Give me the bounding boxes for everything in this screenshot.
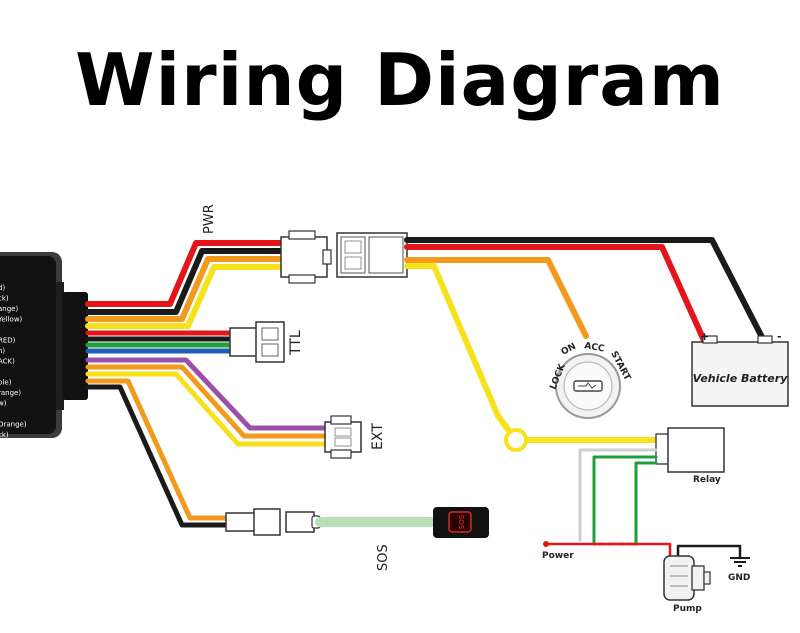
battery-plus-label: + <box>700 330 709 343</box>
sos-wires <box>85 378 231 528</box>
ignition-on-label: ON <box>560 342 578 358</box>
ext-connector <box>324 415 362 459</box>
device-legend-line: Yellow) <box>0 316 23 324</box>
pwr-label: PWR <box>202 204 217 234</box>
relay-label: Relay <box>693 475 721 485</box>
ignition-acc-label: ACC <box>583 341 605 354</box>
junction-node <box>504 428 528 452</box>
ttl-connector <box>229 321 285 363</box>
sos-label: SOS <box>376 544 391 571</box>
ignition-switch <box>555 353 621 419</box>
pwr-output-wires <box>404 237 769 443</box>
pwr-wires <box>85 240 285 329</box>
battery-minus-label: - <box>777 330 782 343</box>
sos-button-label: SOS <box>458 514 466 529</box>
sos-button: SOS <box>433 507 489 538</box>
device-legend-line: n) <box>0 347 5 355</box>
device-legend-line: range) <box>0 389 21 397</box>
device-legend-line: RED) <box>0 337 16 345</box>
power-node <box>543 541 549 547</box>
relay <box>655 427 725 473</box>
gps-tracker-device: d) ck) ange) Yellow) RED) n) ACK) ple) range) w) O… <box>0 252 88 439</box>
device-legend-line: ple) <box>0 379 12 387</box>
pwr-connector <box>280 230 408 284</box>
device-legend-line: Orange) <box>0 421 27 429</box>
device-legend-line: ACK) <box>0 358 15 366</box>
device-legend-line: ck) <box>0 431 9 439</box>
gnd-label: GND <box>728 573 750 583</box>
battery-label: Vehicle Battery <box>693 372 789 385</box>
pump-label: Pump <box>673 604 702 614</box>
vehicle-battery: Vehicle Battery <box>691 335 789 407</box>
device-legend-line: d) <box>0 284 5 292</box>
pump <box>663 555 711 601</box>
device-legend-line: w) <box>0 400 7 408</box>
ext-label: EXT <box>370 423 386 450</box>
ext-wires <box>85 357 329 447</box>
page-title: Wiring Diagram <box>75 38 725 122</box>
ttl-wires <box>85 330 235 354</box>
power-label: Power <box>542 551 574 561</box>
device-legend-line: ange) <box>0 305 18 313</box>
device-legend-line: ck) <box>0 295 9 303</box>
device-wire-legend: d) ck) ange) Yellow) RED) n) ACK) ple) range) w) O… <box>0 284 27 439</box>
ground-icon <box>730 557 750 567</box>
sos-connector <box>225 508 321 536</box>
relay-wires <box>544 448 742 560</box>
ttl-label: TTL <box>288 330 304 356</box>
